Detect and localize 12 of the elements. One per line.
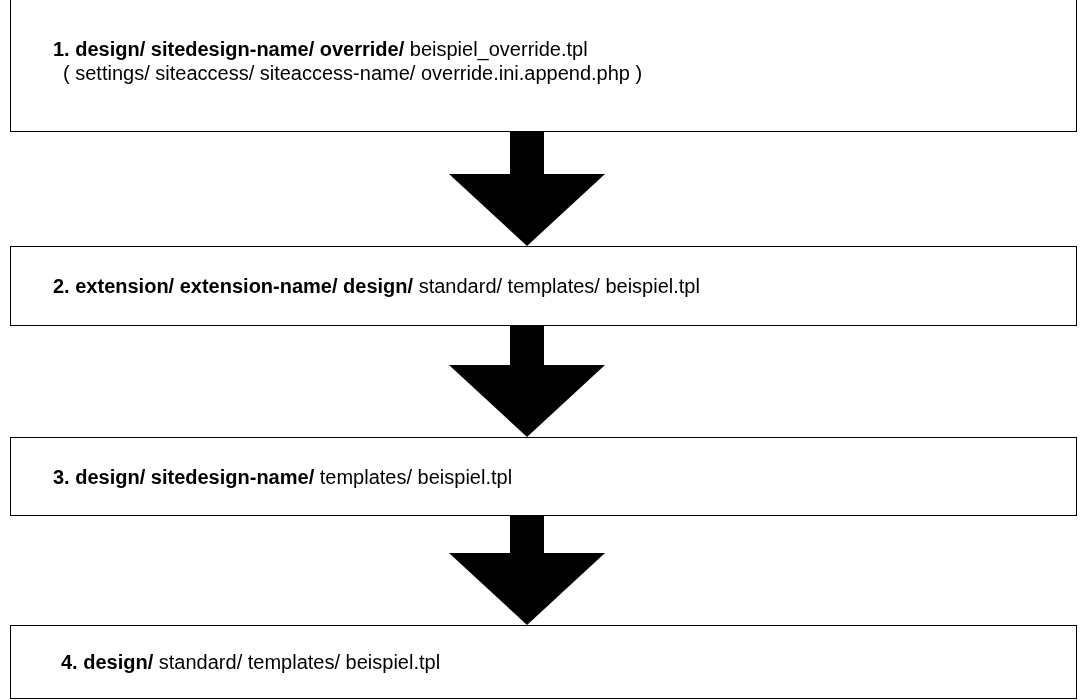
path-text: 3. design/ sitedesign-name/ templates/ beispiel.tpl	[53, 464, 513, 489]
arrow	[449, 132, 605, 246]
process-box	[10, 437, 1077, 516]
path-text: 4. design/ standard/ templates/ beispiel.tpl	[60, 650, 441, 674]
path-text: ( settings/ siteaccess/ siteaccess-name/ override.ini.append.php )	[62, 61, 643, 85]
path-text: 2. extension/ extension-name/ design/ standard/ templates/ beispiel.tpl	[53, 274, 700, 298]
process-box	[10, 0, 1077, 132]
arrow	[449, 326, 605, 437]
path-text: 1. design/ sitedesign-name/ override/ beispiel_override.tpl	[53, 37, 588, 61]
process-box	[10, 625, 1077, 699]
process-box	[10, 246, 1077, 326]
arrow	[449, 516, 605, 625]
